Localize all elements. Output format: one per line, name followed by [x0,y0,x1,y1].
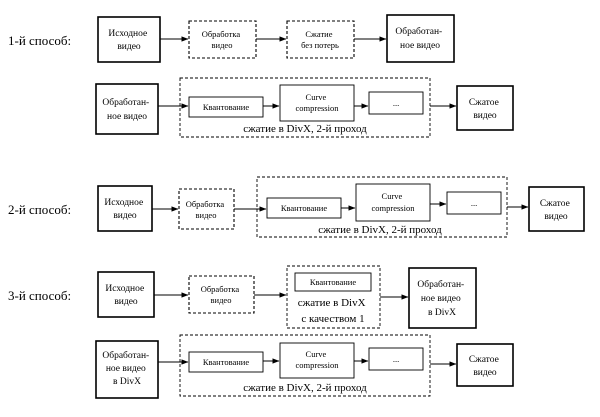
method-3-output-box: Сжатое видео [456,343,514,387]
method-3-input-box: Обработан- ное видео в DivX [95,340,159,399]
svg-text:Квантование: Квантование [203,102,250,112]
method-1-source-line-2: видео [117,42,141,52]
method-1-result-box: Обработан- ное видео [386,14,455,63]
method-3-processing-box: Обработка видео [188,275,255,314]
svg-text:Сжатое видео: Сжатое видео [469,98,501,121]
method-3-divx-pass2-group [179,334,431,397]
method-2-source-box: Исходное видео [97,185,153,232]
method-2-curve-box: Curve compression [355,183,431,222]
method-3-label: 3-й способ: [8,288,71,303]
svg-text:Исходное видео: Исходное видео [108,29,149,52]
svg-text:Обработка видео: Обработка видео [201,284,242,305]
method-1-source-box: Исходное видео [97,16,161,63]
method-1-label: 1-й способ: [8,33,71,48]
svg-text:Сжатие без потерь: Сжатие без потерь [301,29,339,50]
method-2-output-box: Сжатое видео [528,186,585,232]
method-1-ellipsis-box: ... [368,91,424,115]
method-3-group-caption: сжатие в DivX с качеством 1 [298,297,369,325]
svg-text:Curve compression: Curve compression [296,349,340,370]
svg-text:...: ... [393,98,399,108]
method-1-group-caption: сжатие в DivX, 2-й проход [243,123,367,135]
svg-text:Обработка видео: Обработка видео [186,199,227,220]
svg-text:Квантование: Квантование [310,277,357,287]
method-1-source-line-1: Исходное [108,29,147,39]
method-1-quant-box: Квантование [188,96,264,118]
svg-text:Квантование: Квантование [203,357,250,367]
svg-text:Исходное видео: Исходное видео [105,284,146,307]
svg-text:Обработка видео: Обработка видео [202,29,243,50]
method-2-quant-box: Квантование [266,197,342,219]
method-1-processing-box: Обработка видео [188,20,257,59]
method-2-ellipsis-box: ... [446,191,502,215]
method-3-divx-quality-group [286,265,381,329]
method-2-group-caption: сжатие в DivX, 2-й проход [318,224,442,236]
svg-text:Сжатое видео: Сжатое видео [540,199,572,222]
svg-text:Обработан- ное видео: Обработан- ное видео в DivX [102,350,151,387]
method-3-quant-box: Квантование [294,272,372,292]
method-2-label: 2-й способ: [8,202,71,217]
method-3-row-b-group-caption: сжатие в DivX, 2-й проход [243,382,367,394]
svg-text:Curve compression: Curve compression [296,92,340,113]
svg-text:Обработан- ное видео: Обработан- ное видео в DivX [417,279,466,318]
method-1-output-box: Сжатое видео [456,85,514,131]
method-3-ellipsis-box: ... [368,347,424,371]
method-3-row-b-quant-box: Квантование [188,351,264,373]
method-1-curve-box: Curve compression [279,84,355,122]
svg-text:Curve compression: Curve compression [372,191,416,213]
method-3-source-box: Исходное видео [97,271,155,318]
svg-text:Сжатое видео: Сжатое видео [469,355,501,378]
svg-text:Обработан- ное видео: Обработан- ное видео [395,26,444,51]
svg-text:Исходное видео: Исходное видео [104,198,145,221]
method-1-divx-pass2-group [179,77,431,138]
method-1-input-box: Обработан- ное видео [95,83,159,135]
method-1-lossless-box: Сжатие без потерь [286,20,355,59]
method-3-curve-box: Curve compression [279,342,355,379]
method-3-result-box: Обработан- ное видео в DivX [408,267,477,329]
method-2-processing-box: Обработка видео [178,188,235,230]
svg-text:Квантование: Квантование [281,203,328,213]
svg-text:Обработан- ное видео: Обработан- ное видео [102,97,151,122]
svg-text:...: ... [471,198,477,208]
svg-text:...: ... [393,354,399,364]
